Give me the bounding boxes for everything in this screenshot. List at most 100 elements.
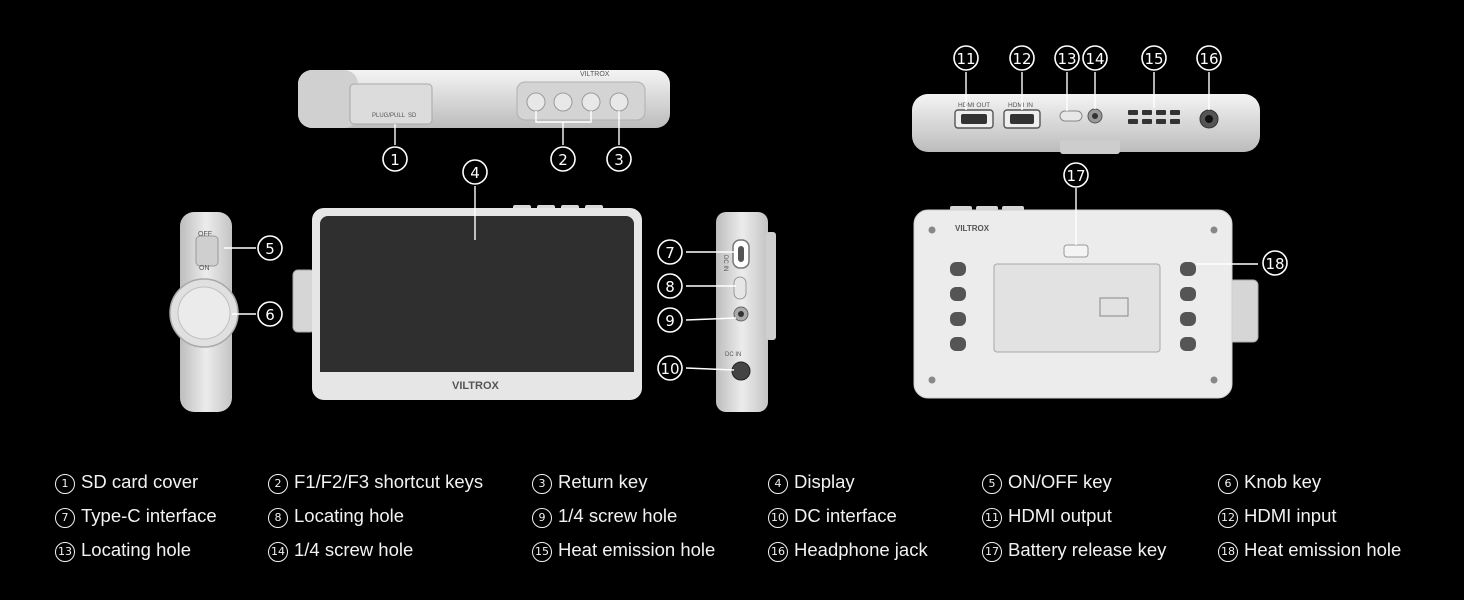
legend-item: 6 Knob key [1218,469,1321,495]
legend-item: 16 Headphone jack [768,537,928,563]
svg-text:18: 18 [1265,255,1284,273]
legend-label: Type-C interface [81,505,217,526]
callout-17: 17 [1063,162,1089,188]
display-screen [320,216,634,394]
legend-number: 9 [532,508,552,528]
callout-7: 7 [657,239,683,265]
locating-hole-top [1059,110,1083,122]
sd-card-cover [349,83,433,125]
legend-label: HDMI input [1244,505,1337,526]
left-side-leaders [224,247,256,315]
legend-number: 15 [532,542,552,562]
back-leaders [1075,188,1258,265]
right-side-device: DC IN DC IN [716,212,776,412]
sd-text: SD [408,113,417,119]
legend-label: 1/4 screw hole [294,539,414,560]
svg-text:1: 1 [390,151,400,169]
legend-number: 2 [268,474,288,494]
legend-item: 9 1/4 screw hole [532,503,677,529]
top-view-device: PLUG/PULL SD VILTROX [298,70,670,128]
callout-1: 1 [382,146,408,172]
battery-release-key [1063,244,1089,258]
top-brand-text: VILTROX [580,71,610,78]
callout-14: 14 [1082,45,1108,71]
legend-label: Return key [558,471,648,492]
off-text: OFF [198,231,212,238]
svg-text:14: 14 [1085,50,1104,68]
svg-text:17: 17 [1066,167,1085,185]
front-brand-text: VILTROX [452,380,500,392]
svg-text:9: 9 [665,312,675,330]
legend-number: 12 [1218,508,1238,528]
right-side-leaders [685,251,737,371]
heat-vents-top [1128,110,1180,124]
legend-number: 17 [982,542,1002,562]
dc-port [731,361,751,381]
callout-10: 10 [657,355,683,381]
back-brand-text: VILTROX [955,224,990,233]
back-device: VILTROX [913,206,1259,399]
legend-item: 3 Return key [532,469,647,495]
callout-11: 11 [953,45,979,71]
legend-number: 11 [982,508,1002,528]
legend-label: Headphone jack [794,539,928,560]
legend-item: 14 1/4 screw hole [268,537,413,563]
svg-text:8: 8 [665,278,675,296]
legend-label: SD card cover [81,471,199,492]
svg-text:4: 4 [470,164,480,182]
legend-label: Heat emission hole [558,539,716,560]
legend-label: Battery release key [1008,539,1167,560]
legend-item: 1 SD card cover [55,469,198,495]
svg-text:16: 16 [1199,50,1218,68]
legend-item: 12 HDMI input [1218,503,1337,529]
legend-item: 4 Display [768,469,855,495]
front-device: VILTROX [292,205,642,400]
legend-number: 8 [268,508,288,528]
hdmi-in-text: HDMI IN [1008,102,1033,109]
f1-key [526,92,546,112]
callout-3: 3 [606,146,632,172]
legend-number: 18 [1218,542,1238,562]
heat-vents-back-right [1180,262,1196,351]
svg-text:7: 7 [665,244,675,262]
svg-text:10: 10 [660,360,679,378]
svg-text:6: 6 [265,306,275,324]
legend-number: 13 [55,542,75,562]
legend-label: 1/4 screw hole [558,505,678,526]
callout-2: 2 [550,146,576,172]
callout-9: 9 [657,307,683,333]
on-off-switch [195,235,219,267]
legend-number: 3 [532,474,552,494]
legend-number: 16 [768,542,788,562]
svg-text:12: 12 [1012,50,1031,68]
legend-label: Locating hole [294,505,405,526]
legend-number: 14 [268,542,288,562]
dc-in-text: DC IN [725,352,741,358]
legend-number: 10 [768,508,788,528]
rear-top-device: HDMI OUT HDMI IN [912,94,1260,154]
legend-label: ON/OFF key [1008,471,1112,492]
legend-label: Knob key [1244,471,1322,492]
callout-16: 16 [1196,45,1222,71]
callout-18: 18 [1262,250,1288,276]
legend-item: 8 Locating hole [268,503,404,529]
legend-number: 6 [1218,474,1238,494]
sd-cover-text: PLUG/PULL [372,113,406,119]
svg-text:11: 11 [956,50,975,68]
legend-number: 4 [768,474,788,494]
product-diagram: PLUG/PULL SD VILTROX OFF ON VI [169,45,1288,412]
legend-label: Display [794,471,855,492]
callout-12: 12 [1009,45,1035,71]
svg-text:3: 3 [614,151,624,169]
top-view-leaders [394,111,620,145]
legend-item: 17 Battery release key [982,537,1166,563]
svg-text:13: 13 [1057,50,1076,68]
legend-number: 1 [55,474,75,494]
